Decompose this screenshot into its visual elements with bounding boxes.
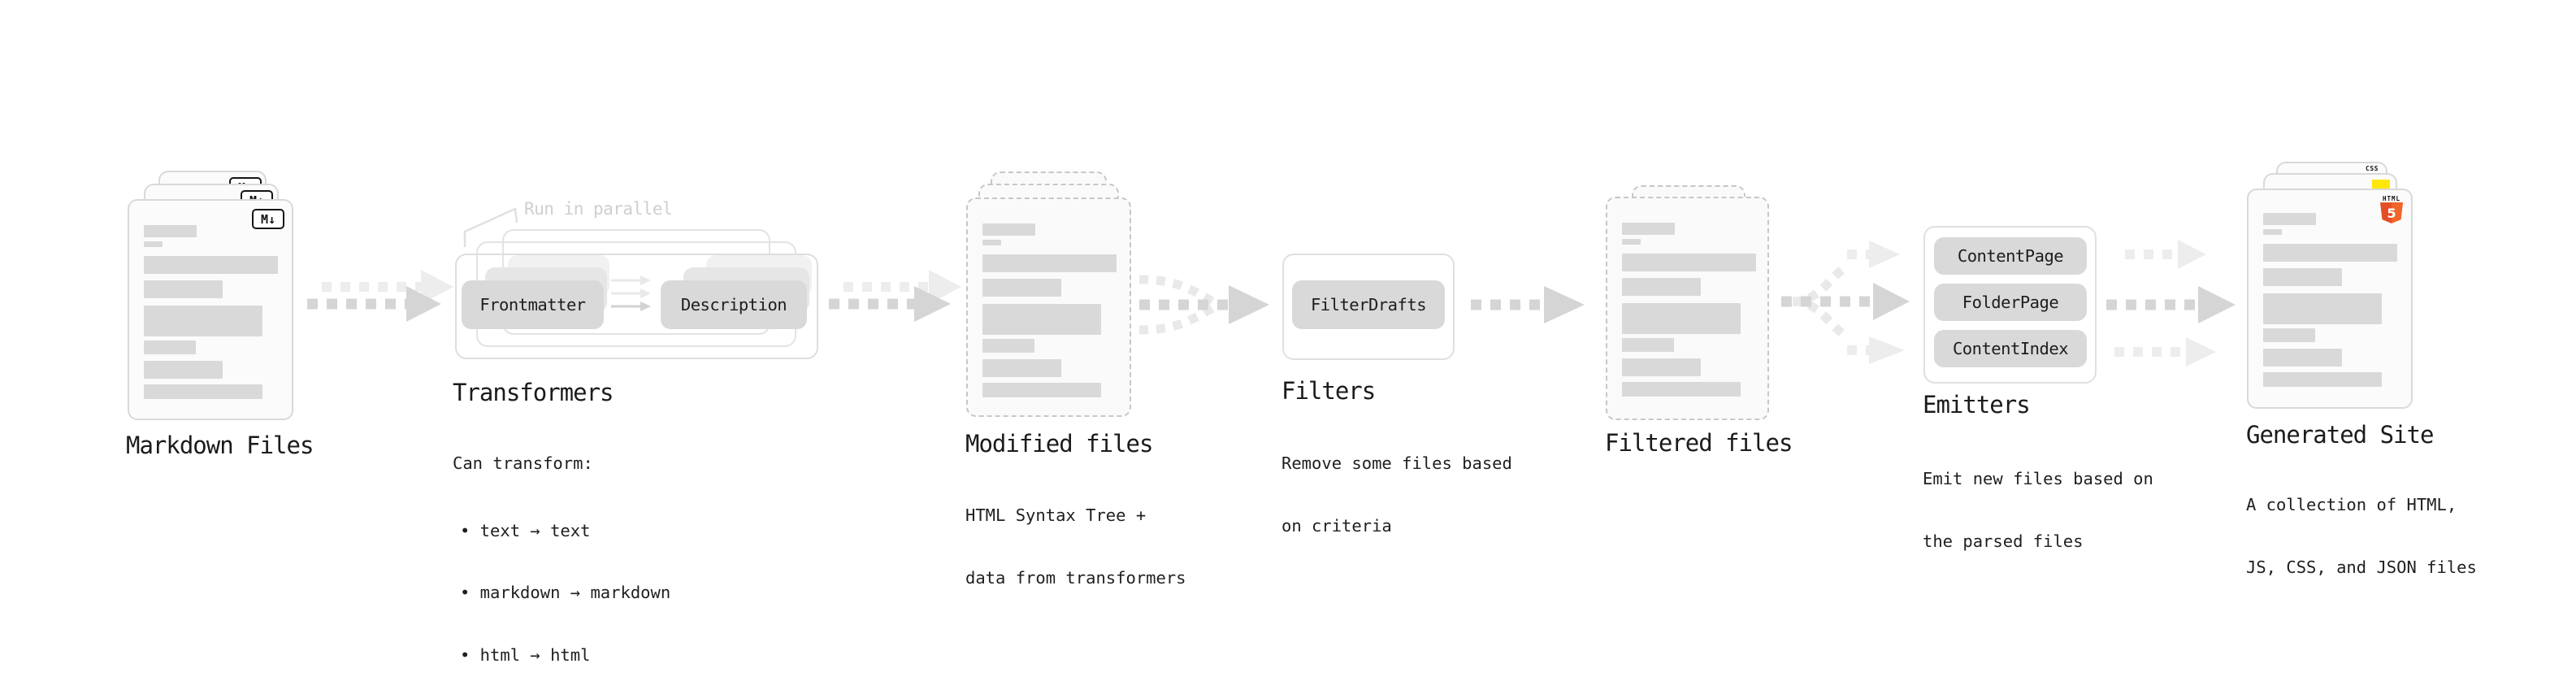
transformers-bullet: • markdown → markdown: [460, 583, 671, 602]
html5-icon: HTML 5: [2379, 195, 2405, 223]
transformers-title: Transformers: [453, 379, 614, 406]
filters-desc-line: on criteria: [1281, 515, 1392, 536]
transformer-card: [455, 254, 818, 359]
arrow-filtered-to-emitters: [1781, 241, 1910, 364]
emitters-description: Emit new files based on the parsed files: [1923, 427, 2153, 593]
generated-site-description: A collection of HTML, JS, CSS, and JSON …: [2246, 453, 2477, 619]
contentpage-pill: ContentPage: [1934, 237, 2087, 275]
filters-title: Filters: [1281, 377, 1376, 405]
modified-desc-line: HTML Syntax Tree +: [965, 505, 1147, 525]
arrow-markdown-to-transformers: [307, 270, 453, 322]
generated-site-title: Generated Site: [2246, 421, 2434, 449]
arrow-modified-to-filters: [1138, 275, 1269, 335]
description-pill: Description: [661, 280, 807, 329]
arrow-transformers-to-modified: [829, 270, 961, 322]
generated-site-card: HTML 5: [2247, 189, 2413, 409]
folderpage-pill: FolderPage: [1934, 284, 2087, 321]
transformers-desc-heading: Can transform:: [453, 453, 593, 473]
markdown-icon: M↓: [252, 209, 284, 229]
markdown-file-card: M↓: [128, 199, 293, 420]
emitters-desc-line: the parsed files: [1923, 531, 2084, 551]
frontmatter-pill: Frontmatter: [462, 280, 604, 329]
doc-text-placeholder: [144, 225, 278, 399]
transformers-description: Can transform: • text → text • markdown …: [453, 412, 670, 681]
emitters-desc-line: Emit new files based on: [1923, 469, 2153, 488]
transformers-bullet: • html → html: [460, 644, 591, 665]
transformers-bullet: • text → text: [460, 520, 591, 540]
filtered-files-card: [1606, 197, 1769, 420]
js-icon: [2372, 180, 2390, 190]
markdown-files-title: Markdown Files: [126, 432, 314, 459]
generated-desc-line: JS, CSS, and JSON files: [2246, 557, 2477, 577]
modified-files-card: [966, 197, 1131, 417]
emitters-title: Emitters: [1923, 391, 2031, 419]
arrow-filters-to-filtered: [1471, 286, 1585, 323]
filters-desc-line: Remove some files based: [1281, 453, 1512, 473]
arrow-emitters-to-generated: [2106, 240, 2236, 367]
generated-desc-line: A collection of HTML,: [2246, 495, 2457, 514]
modified-files-description: HTML Syntax Tree + data from transformer…: [965, 464, 1186, 630]
doc-text-placeholder: [1622, 223, 1756, 397]
svg-text:5: 5: [2387, 206, 2396, 221]
filters-description: Remove some files based on criteria: [1281, 412, 1512, 578]
filterdrafts-pill: FilterDrafts: [1292, 280, 1445, 329]
doc-text-placeholder: [982, 223, 1117, 397]
doc-text-placeholder: [2263, 213, 2397, 387]
contentindex-pill: ContentIndex: [1934, 330, 2087, 367]
run-in-parallel-annotation: Run in parallel: [524, 199, 673, 219]
filtered-files-title: Filtered files: [1605, 429, 1793, 457]
modified-files-title: Modified files: [965, 430, 1153, 458]
modified-desc-line: data from transformers: [965, 567, 1186, 588]
